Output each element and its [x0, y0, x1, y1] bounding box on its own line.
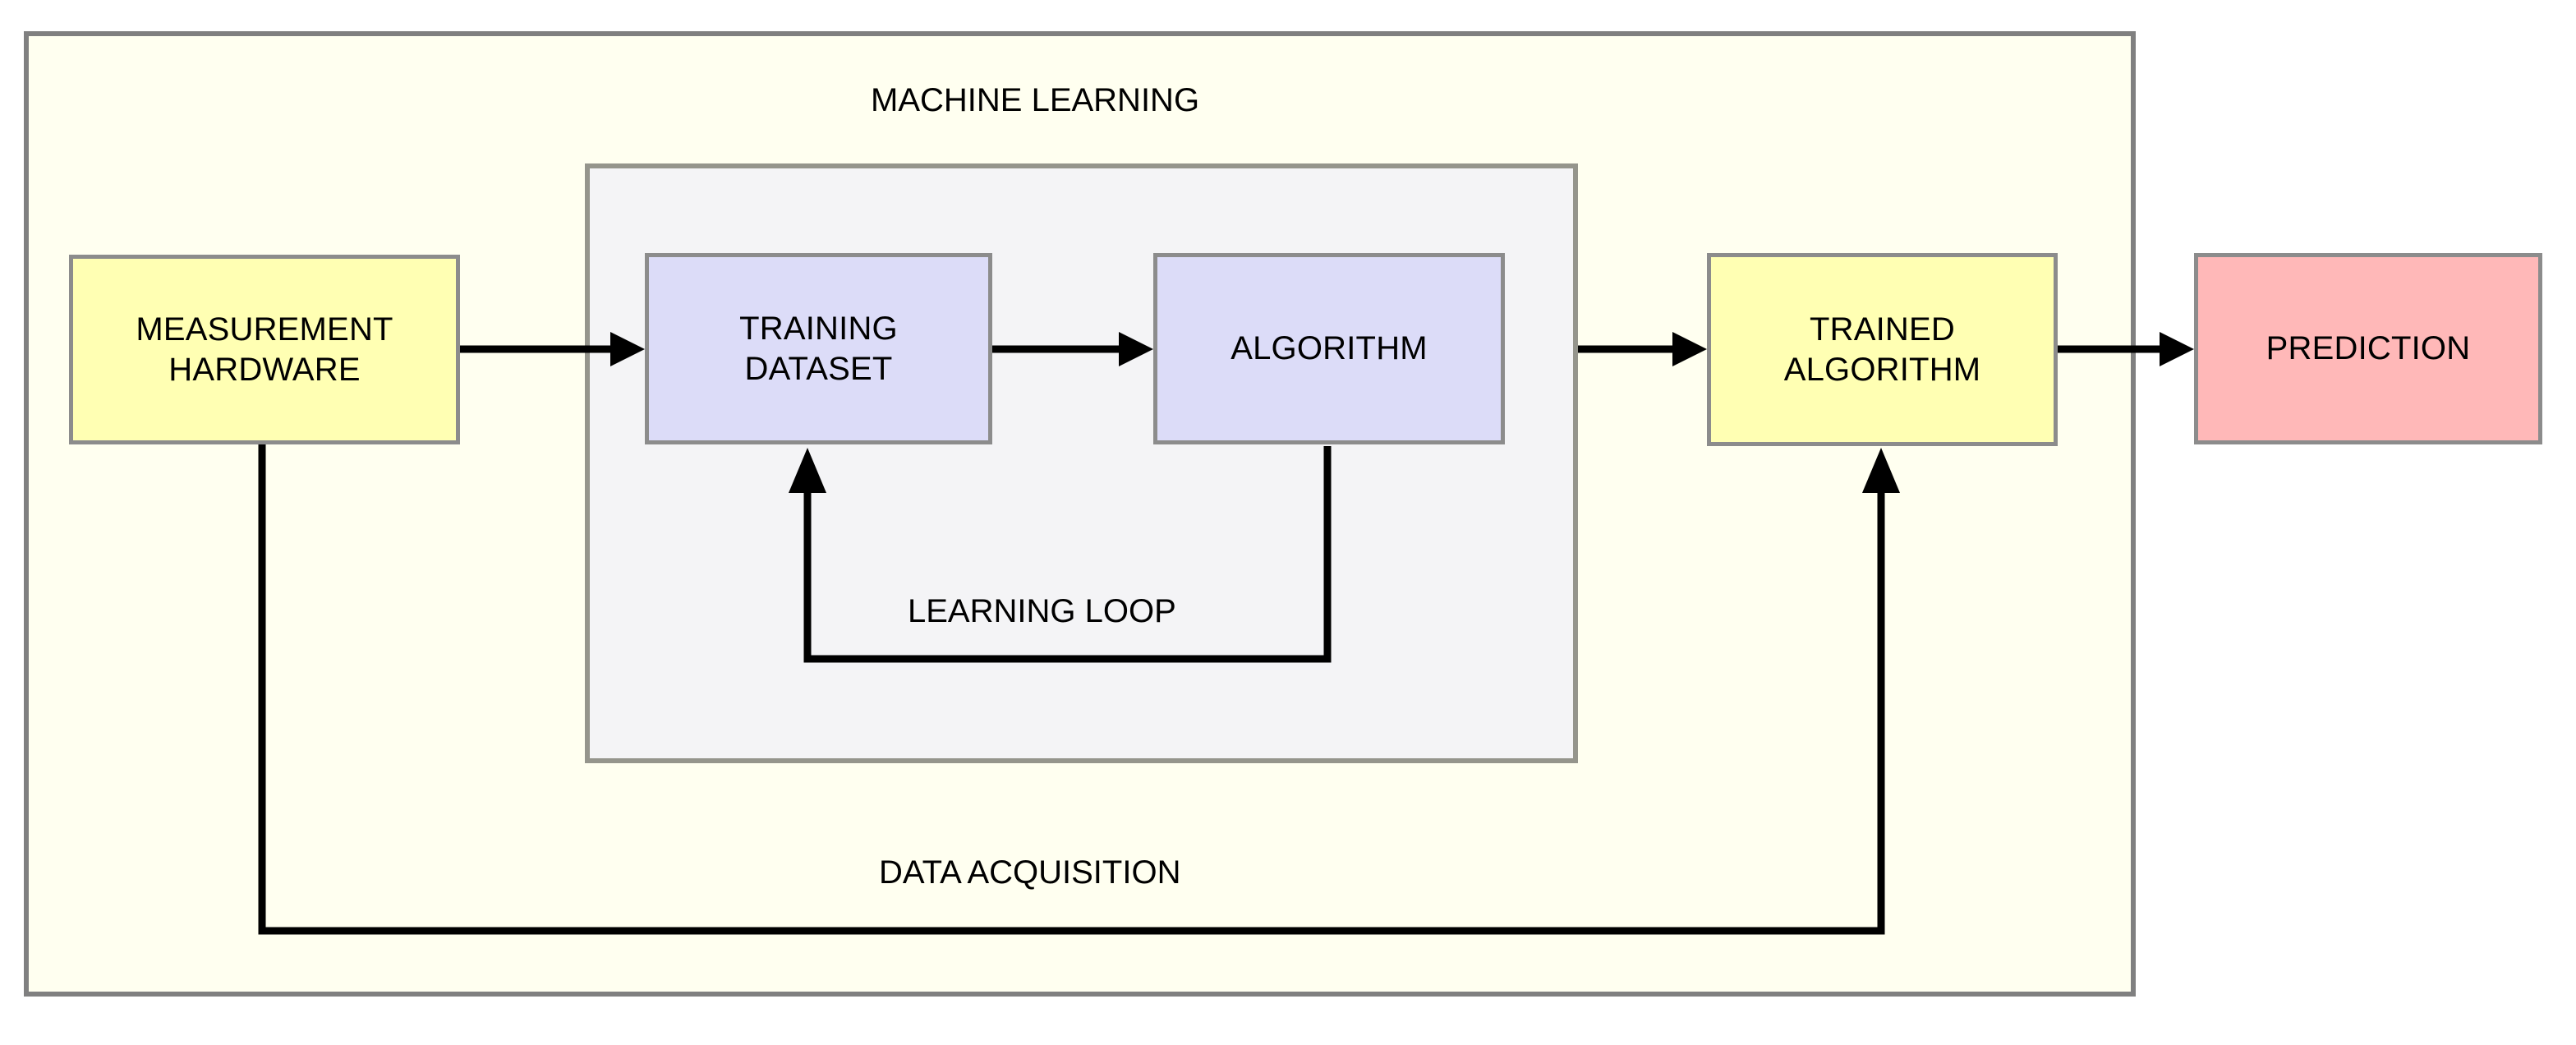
learning-loop-label: LEARNING LOOP	[908, 593, 1176, 629]
data-acquisition-label: DATA ACQUISITION	[879, 854, 1181, 891]
node-training-dataset[interactable]: TRAINING DATASET	[645, 253, 992, 444]
node-measurement-hardware[interactable]: MEASUREMENT HARDWARE	[69, 255, 460, 444]
node-prediction[interactable]: PREDICTION	[2194, 253, 2542, 444]
node-trained-algorithm[interactable]: TRAINED ALGORITHM	[1707, 253, 2058, 446]
machine-learning-title: MACHINE LEARNING	[871, 82, 1200, 118]
node-algorithm[interactable]: ALGORITHM	[1153, 253, 1505, 444]
